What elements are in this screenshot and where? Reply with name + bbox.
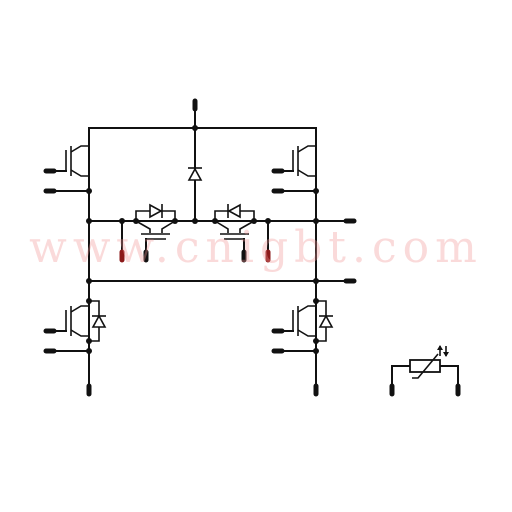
- igbt-low-left: [65, 300, 107, 342]
- igbt-low-right: [292, 300, 334, 342]
- junction-dot: [86, 348, 92, 354]
- junction-dot: [119, 218, 125, 224]
- ntc-thermistor: [391, 345, 459, 389]
- diode-mid-left: [135, 203, 176, 221]
- diode-top-center: [187, 167, 203, 181]
- junction-dot: [313, 188, 319, 194]
- junction-dots: [86, 125, 319, 354]
- junction-dot: [86, 278, 92, 284]
- junction-dot: [265, 218, 271, 224]
- junction-dot: [192, 218, 198, 224]
- igbt-high-right: [292, 145, 316, 177]
- junction-dot: [313, 278, 319, 284]
- wires: [51, 107, 349, 391]
- junction-dot: [313, 218, 319, 224]
- junction-dot: [313, 348, 319, 354]
- junction-dot: [192, 125, 198, 131]
- igbt-high-left: [65, 128, 90, 177]
- junction-dot: [86, 218, 92, 224]
- igbt-mid-left: [135, 220, 176, 257]
- junction-dot: [86, 188, 92, 194]
- igbt-mid-right: [214, 220, 255, 257]
- terminal-pins: [43, 98, 461, 397]
- diode-mid-right: [214, 203, 255, 221]
